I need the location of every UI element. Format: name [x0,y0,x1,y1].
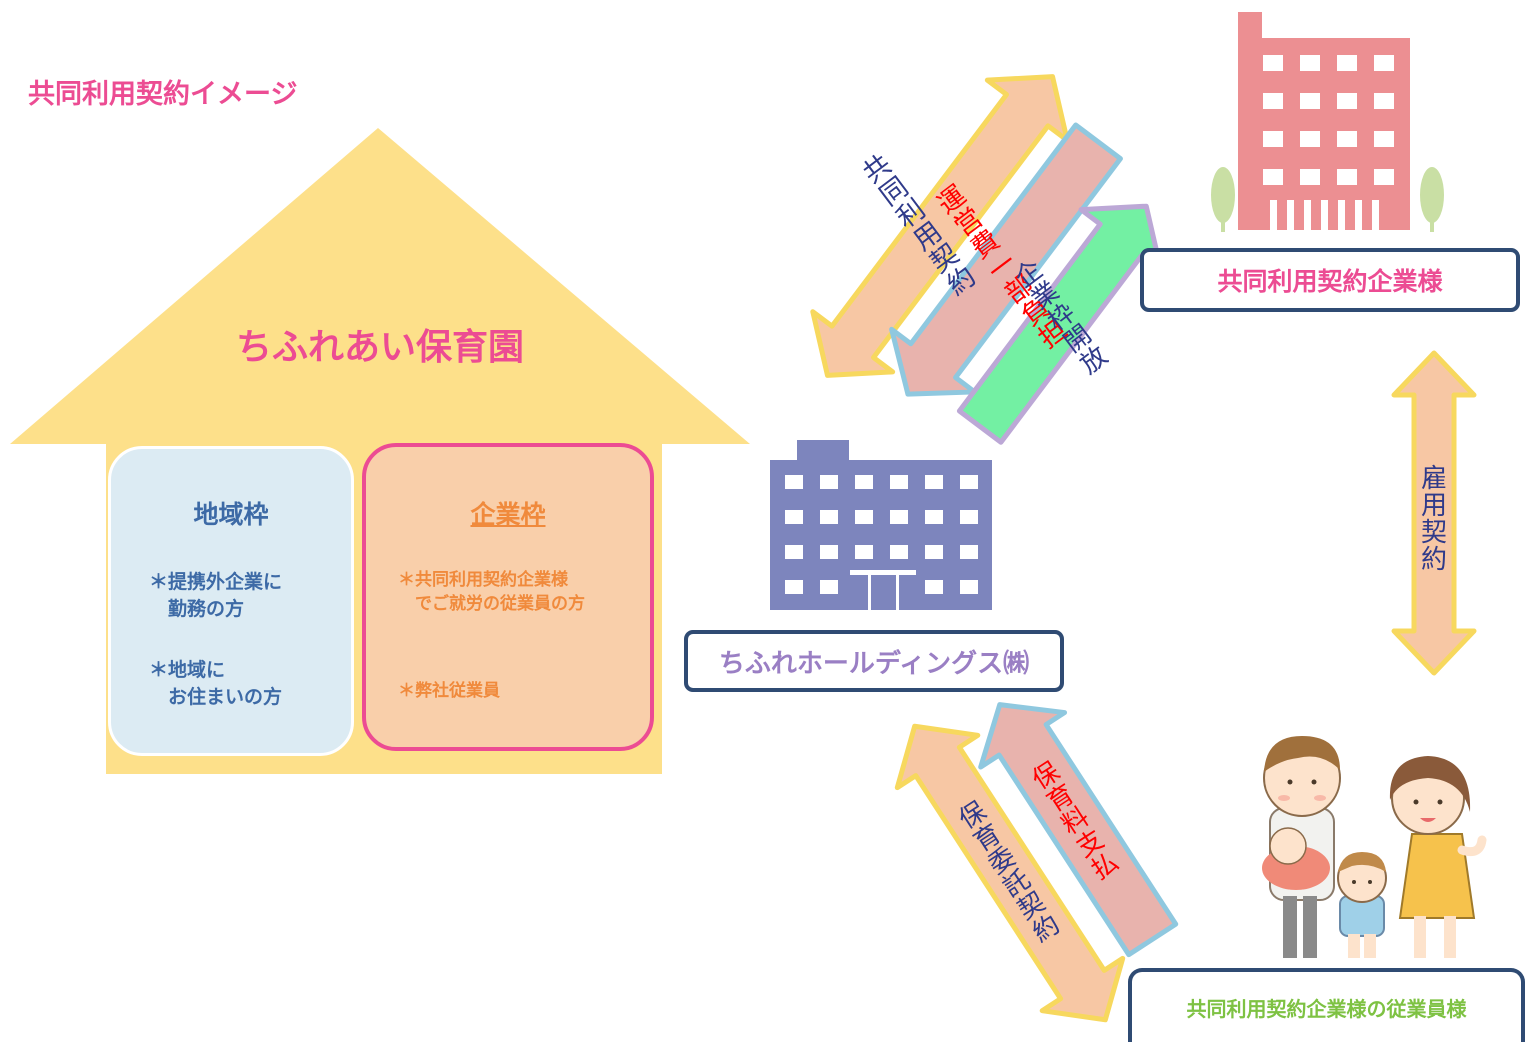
local-slot-heading: 地域枠 [193,500,269,529]
arrow-cost-share [889,122,1123,397]
nursery-name: ちふれあい保育園 [235,327,524,368]
employee-label: 共同利用契約企業様の従業員様 [1128,968,1525,1042]
holdings-building-icon [770,440,992,610]
arrow-open-slots [956,203,1164,445]
local-slot-item: ＊地域に お住まいの方 [149,659,283,708]
arrow-label-char: 用 [1420,490,1448,521]
arrow-employment [1391,350,1477,676]
corporate-slot-panel: 企業枠 ＊共同利用契約企業様 でご就労の従業員の方 ＊弊社従業員 [362,443,654,751]
arrow-label-char: 雇 [1420,463,1448,494]
arrow-joint-contract [810,74,1070,378]
arrow-childcare-contract [894,723,1126,1023]
partner-building-icon [1211,12,1444,232]
arrow-label-char: 約 [1420,545,1448,576]
corporate-slot-heading: 企業枠 [470,500,546,529]
partner-company-label: 共同利用契約企業様 [1140,248,1520,312]
corporate-slot-item: ＊共同利用契約企業様 でご就労の従業員の方 [398,570,585,614]
holdings-label: ちふれホールディングス㈱ [684,630,1064,692]
arrow-fee-payment [978,702,1179,958]
employment-label: 雇用契約 [1420,463,1448,576]
diagram-title: 共同利用契約イメージ [28,79,298,110]
local-slot-item: ＊提携外企業に 勤務の方 [149,571,283,620]
arrow-label-char: 契 [1420,518,1448,548]
corporate-slot-item: ＊弊社従業員 [398,681,500,701]
family-icon [1262,736,1487,958]
local-slot-panel: 地域枠 ＊提携外企業に 勤務の方 ＊地域に お住まいの方 [108,446,354,756]
